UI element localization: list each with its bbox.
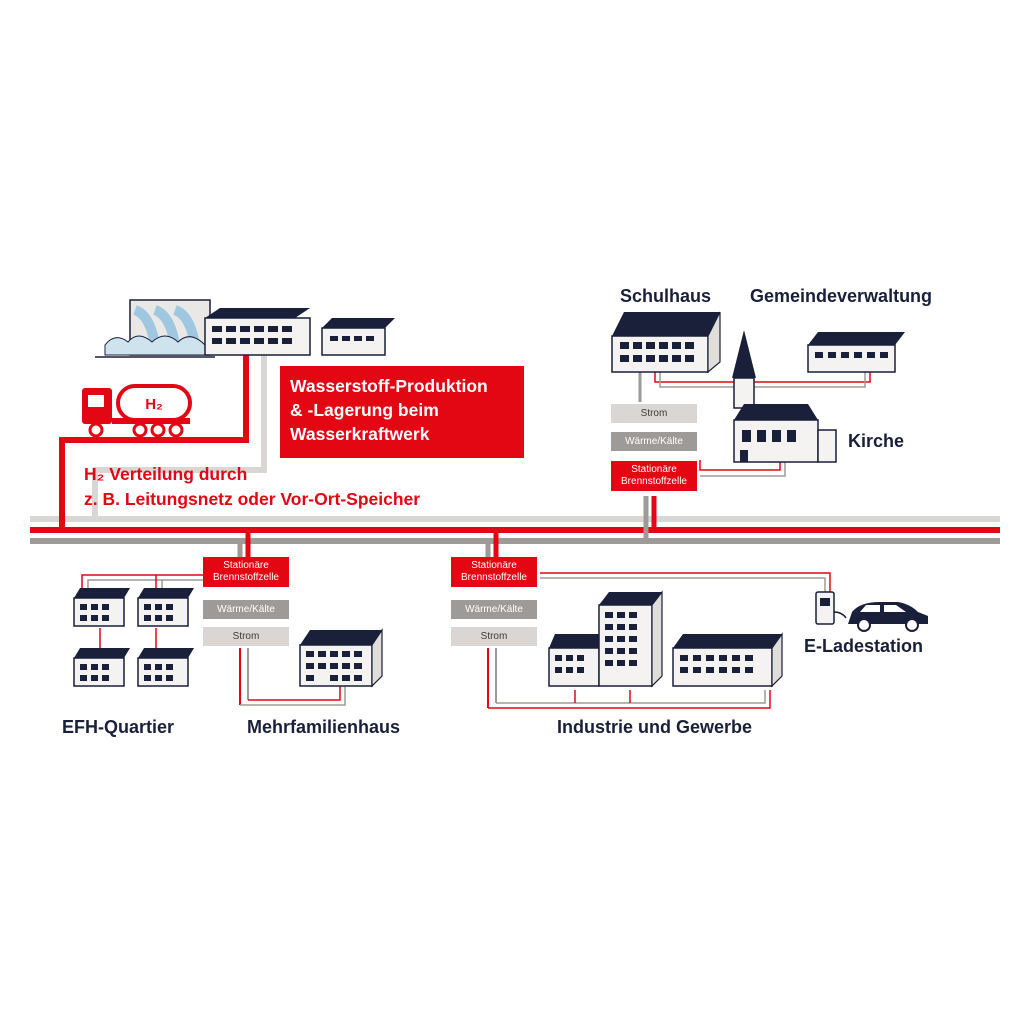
distribution-line-1: H₂ Verteilung durch <box>84 464 248 484</box>
node-bm-bz-line1: Stationäre <box>471 560 517 571</box>
production-line-2: & -Lagerung beim <box>290 400 439 420</box>
efh-houses-icon <box>73 588 194 687</box>
truck-h2-label: H₂ <box>145 396 163 413</box>
label-e-ladestation: E-Ladestation <box>804 636 924 656</box>
hydro-plant-icon <box>95 299 395 358</box>
production-box: Wasserstoff-Produktion & -Lagerung beim … <box>280 366 524 458</box>
node-bm-strom: Strom <box>451 627 537 646</box>
distribution-line-2: z. B. Leitungsnetz oder Vor-Ort-Speicher <box>84 489 421 509</box>
charging-station-icon <box>815 591 847 625</box>
label-gemeindeverwaltung: Gemeindeverwaltung <box>750 286 933 306</box>
node-tr-bz-line2: Brennstoffzelle <box>621 476 687 487</box>
label-mehrfamilienhaus: Mehrfamilienhaus <box>247 717 401 737</box>
distribution-text: H₂ Verteilung durch z. B. Leitungsnetz o… <box>84 462 420 512</box>
bottom-mid-connections <box>485 530 831 709</box>
node-bm-brennstoffzelle: Stationäre Brennstoffzelle <box>451 557 537 587</box>
label-kirche: Kirche <box>848 431 905 451</box>
bottom-left-connections <box>81 530 346 706</box>
electric-car-icon <box>848 602 928 632</box>
label-efh-quartier: EFH-Quartier <box>62 717 175 737</box>
industrie-buildings-icon <box>548 590 783 688</box>
production-line-3: Wasserkraftwerk <box>290 424 430 444</box>
node-tr-bz-line1: Stationäre <box>631 464 677 475</box>
label-industrie-gewerbe: Industrie und Gewerbe <box>557 717 753 737</box>
schulhaus-building-icon <box>611 311 721 374</box>
node-tr-waerme: Wärme/Kälte <box>611 432 697 451</box>
node-bm-waerme: Wärme/Kälte <box>451 600 537 619</box>
production-line-1: Wasserstoff-Produktion <box>290 376 488 396</box>
top-right-connections <box>638 372 871 541</box>
node-bl-brennstoffzelle: Stationäre Brennstoffzelle <box>203 557 289 587</box>
kirche-church-icon <box>732 330 837 463</box>
node-bl-strom: Strom <box>203 627 289 646</box>
mehrfamilienhaus-building-icon <box>299 628 383 688</box>
node-tr-strom: Strom <box>611 404 697 423</box>
h2-truck-icon: H₂ <box>82 384 192 438</box>
main-pipeline <box>30 516 1000 544</box>
node-bm-bz-line2: Brennstoffzelle <box>461 572 527 583</box>
gemeindeverwaltung-building-icon <box>807 332 905 373</box>
node-bl-bz-line1: Stationäre <box>223 560 269 571</box>
plant-feed-lines <box>59 355 267 530</box>
node-tr-brennstoffzelle: Stationäre Brennstoffzelle <box>611 461 697 491</box>
label-schulhaus: Schulhaus <box>620 286 712 306</box>
node-bl-bz-line2: Brennstoffzelle <box>213 572 279 583</box>
node-bl-waerme: Wärme/Kälte <box>203 600 289 619</box>
